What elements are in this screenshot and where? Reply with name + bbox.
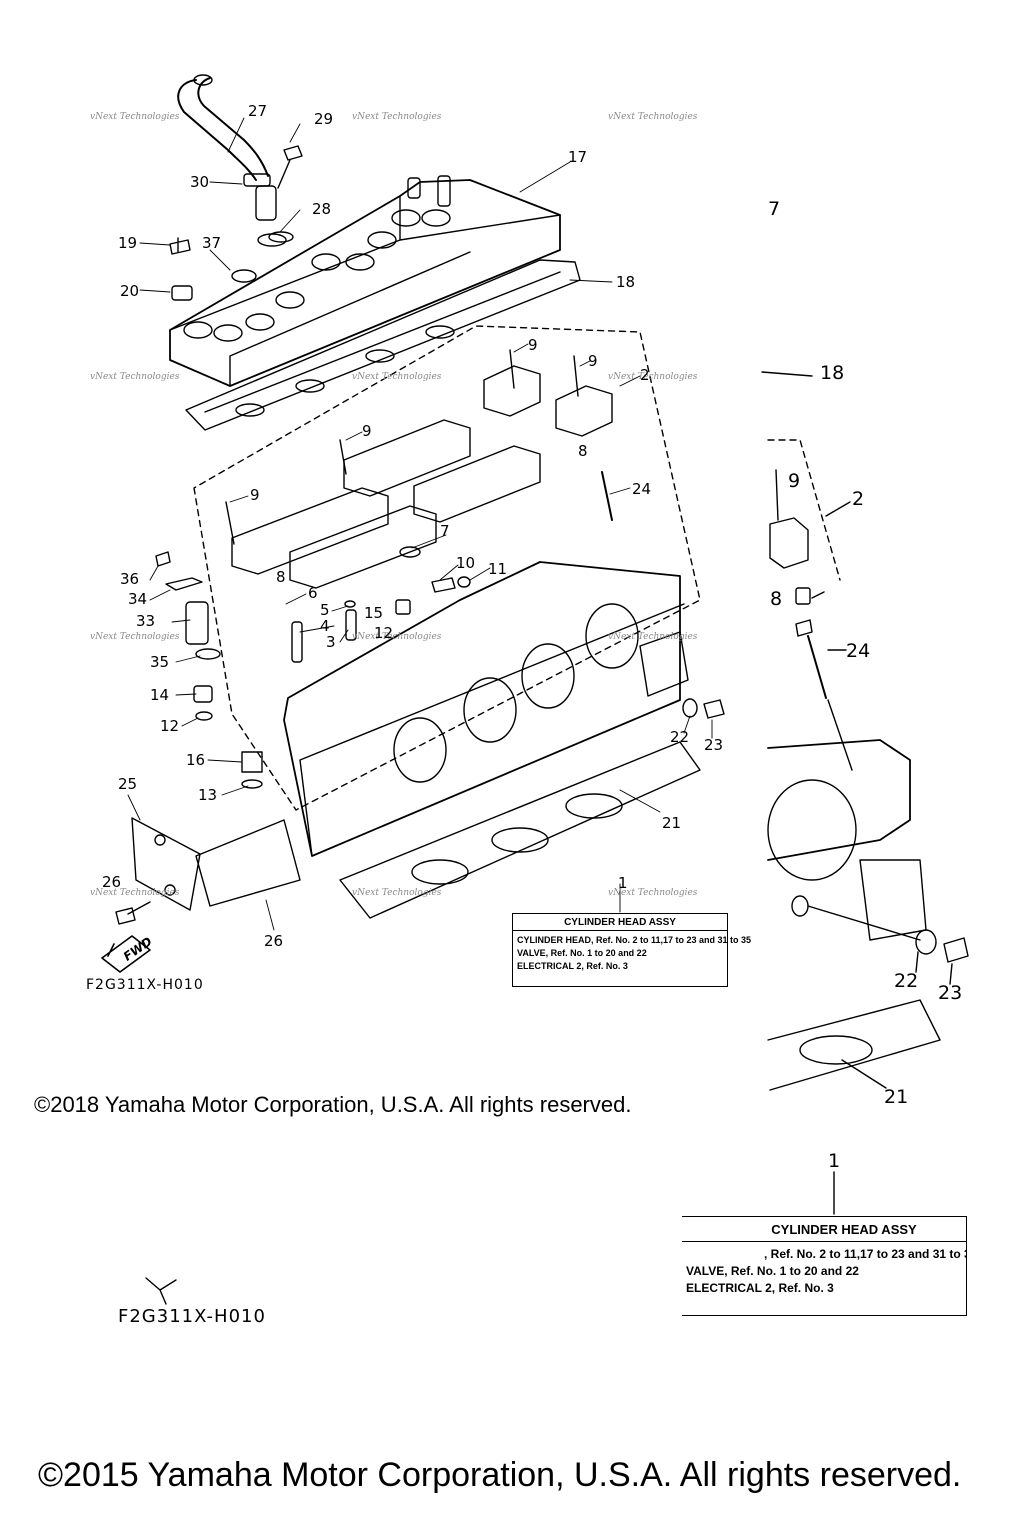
callout-27: 26 [102,873,122,891]
valve-cover-gasket [185,259,581,431]
zoom-info-box-title: CYLINDER HEAD ASSY [682,1217,966,1242]
callout-12b: 12 [160,717,180,735]
callout-35: 35 [150,653,170,671]
callout-3: 3 [326,633,336,651]
copyright-2015: ©2015 Yamaha Motor Corporation, U.S.A. A… [38,1456,962,1494]
fwd-arrow-shape [101,935,151,973]
callout-6: 6 [308,584,318,602]
callout-5: 5 [320,601,330,619]
callout-9c: 9 [362,422,372,440]
watermark: vNext Technologies [90,372,180,382]
callout-13: 13 [198,786,218,804]
watermark: vNext Technologies [352,888,442,898]
zoom-info-box: CYLINDER HEAD ASSY , Ref. No. 2 to 11,17… [682,1216,967,1316]
watermark: vNext Technologies [90,632,180,642]
zoom-callout-2: 2 [852,488,865,510]
callout-36: 36 [120,570,140,588]
callout-12a: 12 [374,624,394,642]
callout-20: 20 [120,282,140,300]
callout-14: 14 [150,686,170,704]
zoom-callout-1: 1 [828,1150,841,1172]
callout-16: 16 [186,751,206,769]
callout-37: 37 [202,234,222,252]
callout-19: 19 [118,234,138,252]
zoom-info-box-line-1: , Ref. No. 2 to 11,17 to 23 and 31 to 35 [764,1247,967,1261]
callout-8a: 8 [578,442,588,460]
callout-22: 22 [670,728,690,746]
callout-21: 21 [662,814,682,832]
watermark: vNext Technologies [352,632,442,642]
camshaft-caps [231,365,613,589]
callout-8b: 8 [276,568,286,586]
callout-1: 1 [618,874,628,892]
watermark: vNext Technologies [608,372,698,382]
callout-15: 15 [364,604,384,622]
zoom-diagram-code: F2G311X-H010 [118,1306,266,1327]
callout-9b: 9 [588,352,598,370]
head-gasket [339,741,701,919]
callout-23: 23 [704,736,724,754]
breather-hose [177,79,257,181]
callout-28: 27 [248,102,268,120]
callout-11: 11 [488,560,508,578]
zoom-info-box-line-3: ELECTRICAL 2, Ref. No. 3 [686,1281,834,1295]
callout-29: 28 [312,200,332,218]
watermark: vNext Technologies [608,112,698,122]
callout-25: 25 [118,775,138,793]
callout-30: 29 [314,110,334,128]
callout-9d: 9 [250,486,260,504]
info-box-line-1: CYLINDER HEAD, Ref. No. 2 to 11,17 to 23… [517,935,752,945]
zoom-callout-23: 23 [938,982,963,1004]
engine-bracket [131,817,201,911]
zoom-callout-7: 7 [768,198,781,220]
callout-18: 18 [616,273,636,291]
zoom-callout-22: 22 [894,970,919,992]
callout-26: 26 [264,932,284,950]
callout-10: 10 [456,554,476,572]
cylinder-head [283,561,681,857]
valve-cover [169,179,561,387]
zoom-info-box-line-2: VALVE, Ref. No. 1 to 20 and 22 [686,1264,859,1278]
watermark: vNext Technologies [90,888,180,898]
diagram-code: F2G311X-H010 [86,977,204,993]
callout-24: 24 [632,480,652,498]
info-box-line-3: ELECTRICAL 2, Ref. No. 3 [517,961,628,971]
zoom-callout-9: 9 [788,470,801,492]
zoom-callout-18: 18 [820,362,845,384]
copyright-2018: ©2018 Yamaha Motor Corporation, U.S.A. A… [34,1092,632,1117]
callout-33: 33 [136,612,156,630]
callout-9a: 9 [528,336,538,354]
watermark: vNext Technologies [352,112,442,122]
zoom-inset-drawing [145,371,969,1305]
info-box: CYLINDER HEAD ASSY CYLINDER HEAD, Ref. N… [512,913,752,987]
callout-4: 4 [320,617,330,635]
watermark: vNext Technologies [90,112,180,122]
callout-34: 34 [128,590,148,608]
zoom-callout-21: 21 [884,1086,909,1108]
info-box-title: CYLINDER HEAD ASSY [513,914,727,931]
callout-31: 30 [190,173,210,191]
callout-2: 2 [640,366,650,384]
callout-7: 7 [440,522,450,540]
watermark: vNext Technologies [352,372,442,382]
zoom-callout-8: 8 [770,588,783,610]
watermark: vNext Technologies [608,632,698,642]
info-box-line-2: VALVE, Ref. No. 1 to 20 and 22 [517,948,647,958]
watermark: vNext Technologies [608,888,698,898]
callout-17: 17 [568,148,588,166]
zoom-callout-24: 24 [846,640,871,662]
